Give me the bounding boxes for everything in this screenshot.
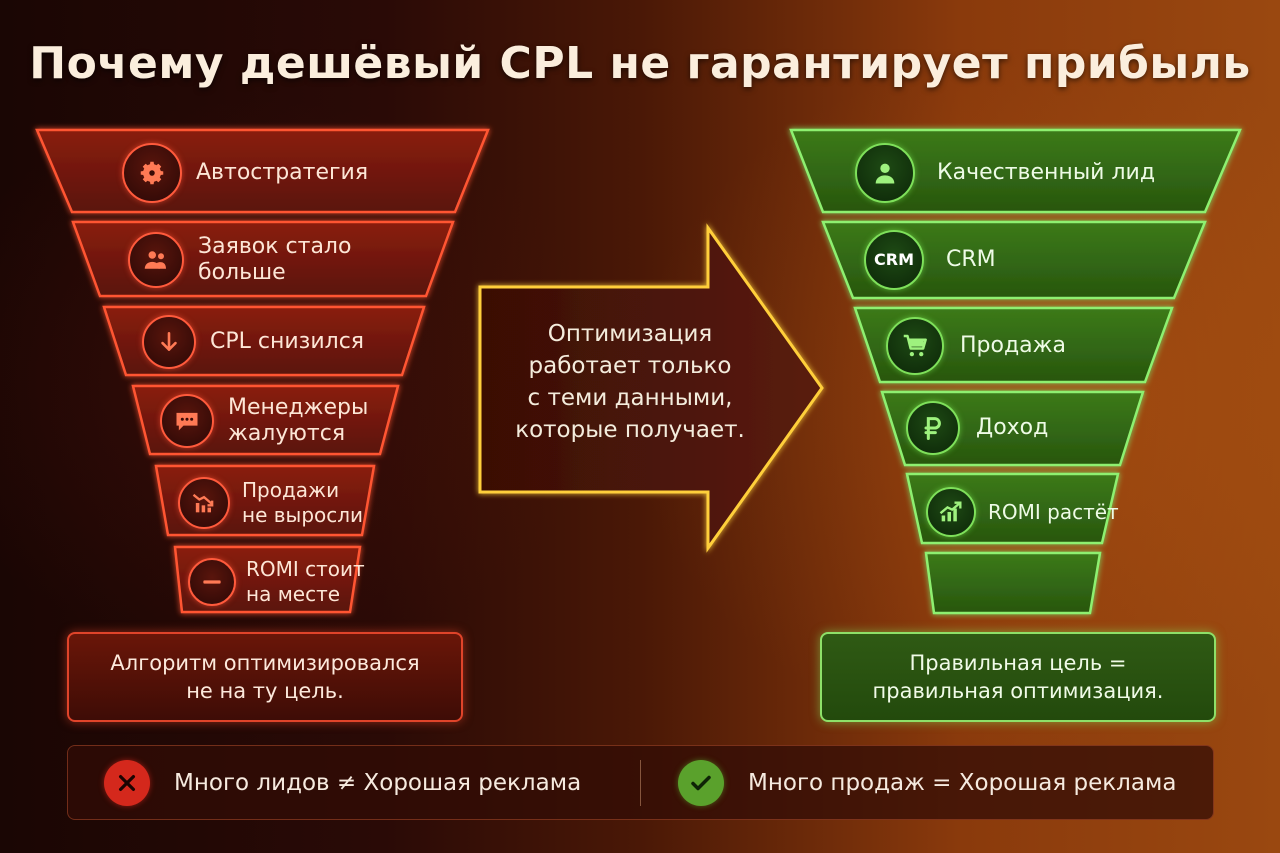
right-item-quality-lead: Качественный лид — [855, 143, 1156, 203]
cart-icon — [886, 317, 944, 375]
arrow-down-icon — [142, 315, 196, 369]
left-item-label: Автостратегия — [196, 160, 369, 185]
left-item-romi-flat: ROMI стоит на месте — [188, 556, 365, 608]
check-mark-icon — [678, 759, 724, 806]
gear-icon — [122, 143, 182, 203]
arrow-caption: Оптимизация работает только с теми данны… — [515, 321, 745, 443]
users-icon — [128, 232, 184, 288]
page-title: Почему дешёвый CPL не гарантирует прибыл… — [29, 38, 1251, 89]
left-funnel — [35, 128, 490, 614]
right-item-label: Доход — [976, 415, 1049, 440]
center-arrow — [478, 223, 824, 553]
bottom-right-statement: Много продаж = Хорошая реклама — [678, 746, 1176, 819]
bottom-divider — [640, 760, 641, 806]
left-item-label: Менеджеры жалуются — [228, 395, 369, 446]
right-item-sale: Продажа — [886, 317, 1066, 375]
right-funnel-segment-2 — [821, 220, 1207, 300]
left-item-autostrategy: Автостратегия — [122, 143, 369, 203]
left-item-label: ROMI стоит на месте — [246, 557, 365, 606]
right-item-label: Продажа — [960, 333, 1066, 358]
left-item-sales-flat: Продажи не выросли — [178, 476, 363, 530]
right-conclusion: Правильная цель = правильная оптимизация… — [820, 632, 1216, 722]
right-item-crm: CRM CRM — [864, 230, 996, 290]
x-mark-icon — [104, 759, 150, 806]
person-icon — [855, 143, 915, 203]
left-item-label: Продажи не выросли — [242, 478, 364, 527]
left-item-cpl-down: CPL снизился — [142, 315, 365, 369]
right-item-label: ROMI растёт — [988, 500, 1119, 524]
declining-chart-icon — [178, 477, 230, 529]
right-funnel-segment-6 — [924, 551, 1102, 615]
ruble-icon — [906, 401, 960, 455]
bottom-left-statement: Много лидов ≠ Хорошая реклама — [104, 746, 581, 819]
minus-icon — [188, 558, 236, 606]
left-item-managers-complain: Менеджеры жалуются — [160, 394, 368, 448]
left-item-label: CPL снизился — [210, 329, 365, 354]
bottom-comparison-bar: Много лидов ≠ Хорошая реклама Много прод… — [67, 745, 1214, 820]
crm-icon: CRM — [864, 230, 924, 290]
right-item-label: Качественный лид — [937, 160, 1156, 185]
growth-chart-icon — [926, 487, 976, 537]
right-item-romi-grows: ROMI растёт — [926, 486, 1119, 538]
left-item-more-requests: Заявок стало больше — [128, 232, 351, 288]
left-item-label: Заявок стало больше — [198, 234, 352, 285]
left-conclusion: Алгоритм оптимизировался не на ту цель. — [67, 632, 463, 722]
chat-bubble-icon — [160, 394, 214, 448]
right-item-income: Доход — [906, 400, 1048, 456]
right-item-label: CRM — [946, 247, 996, 272]
